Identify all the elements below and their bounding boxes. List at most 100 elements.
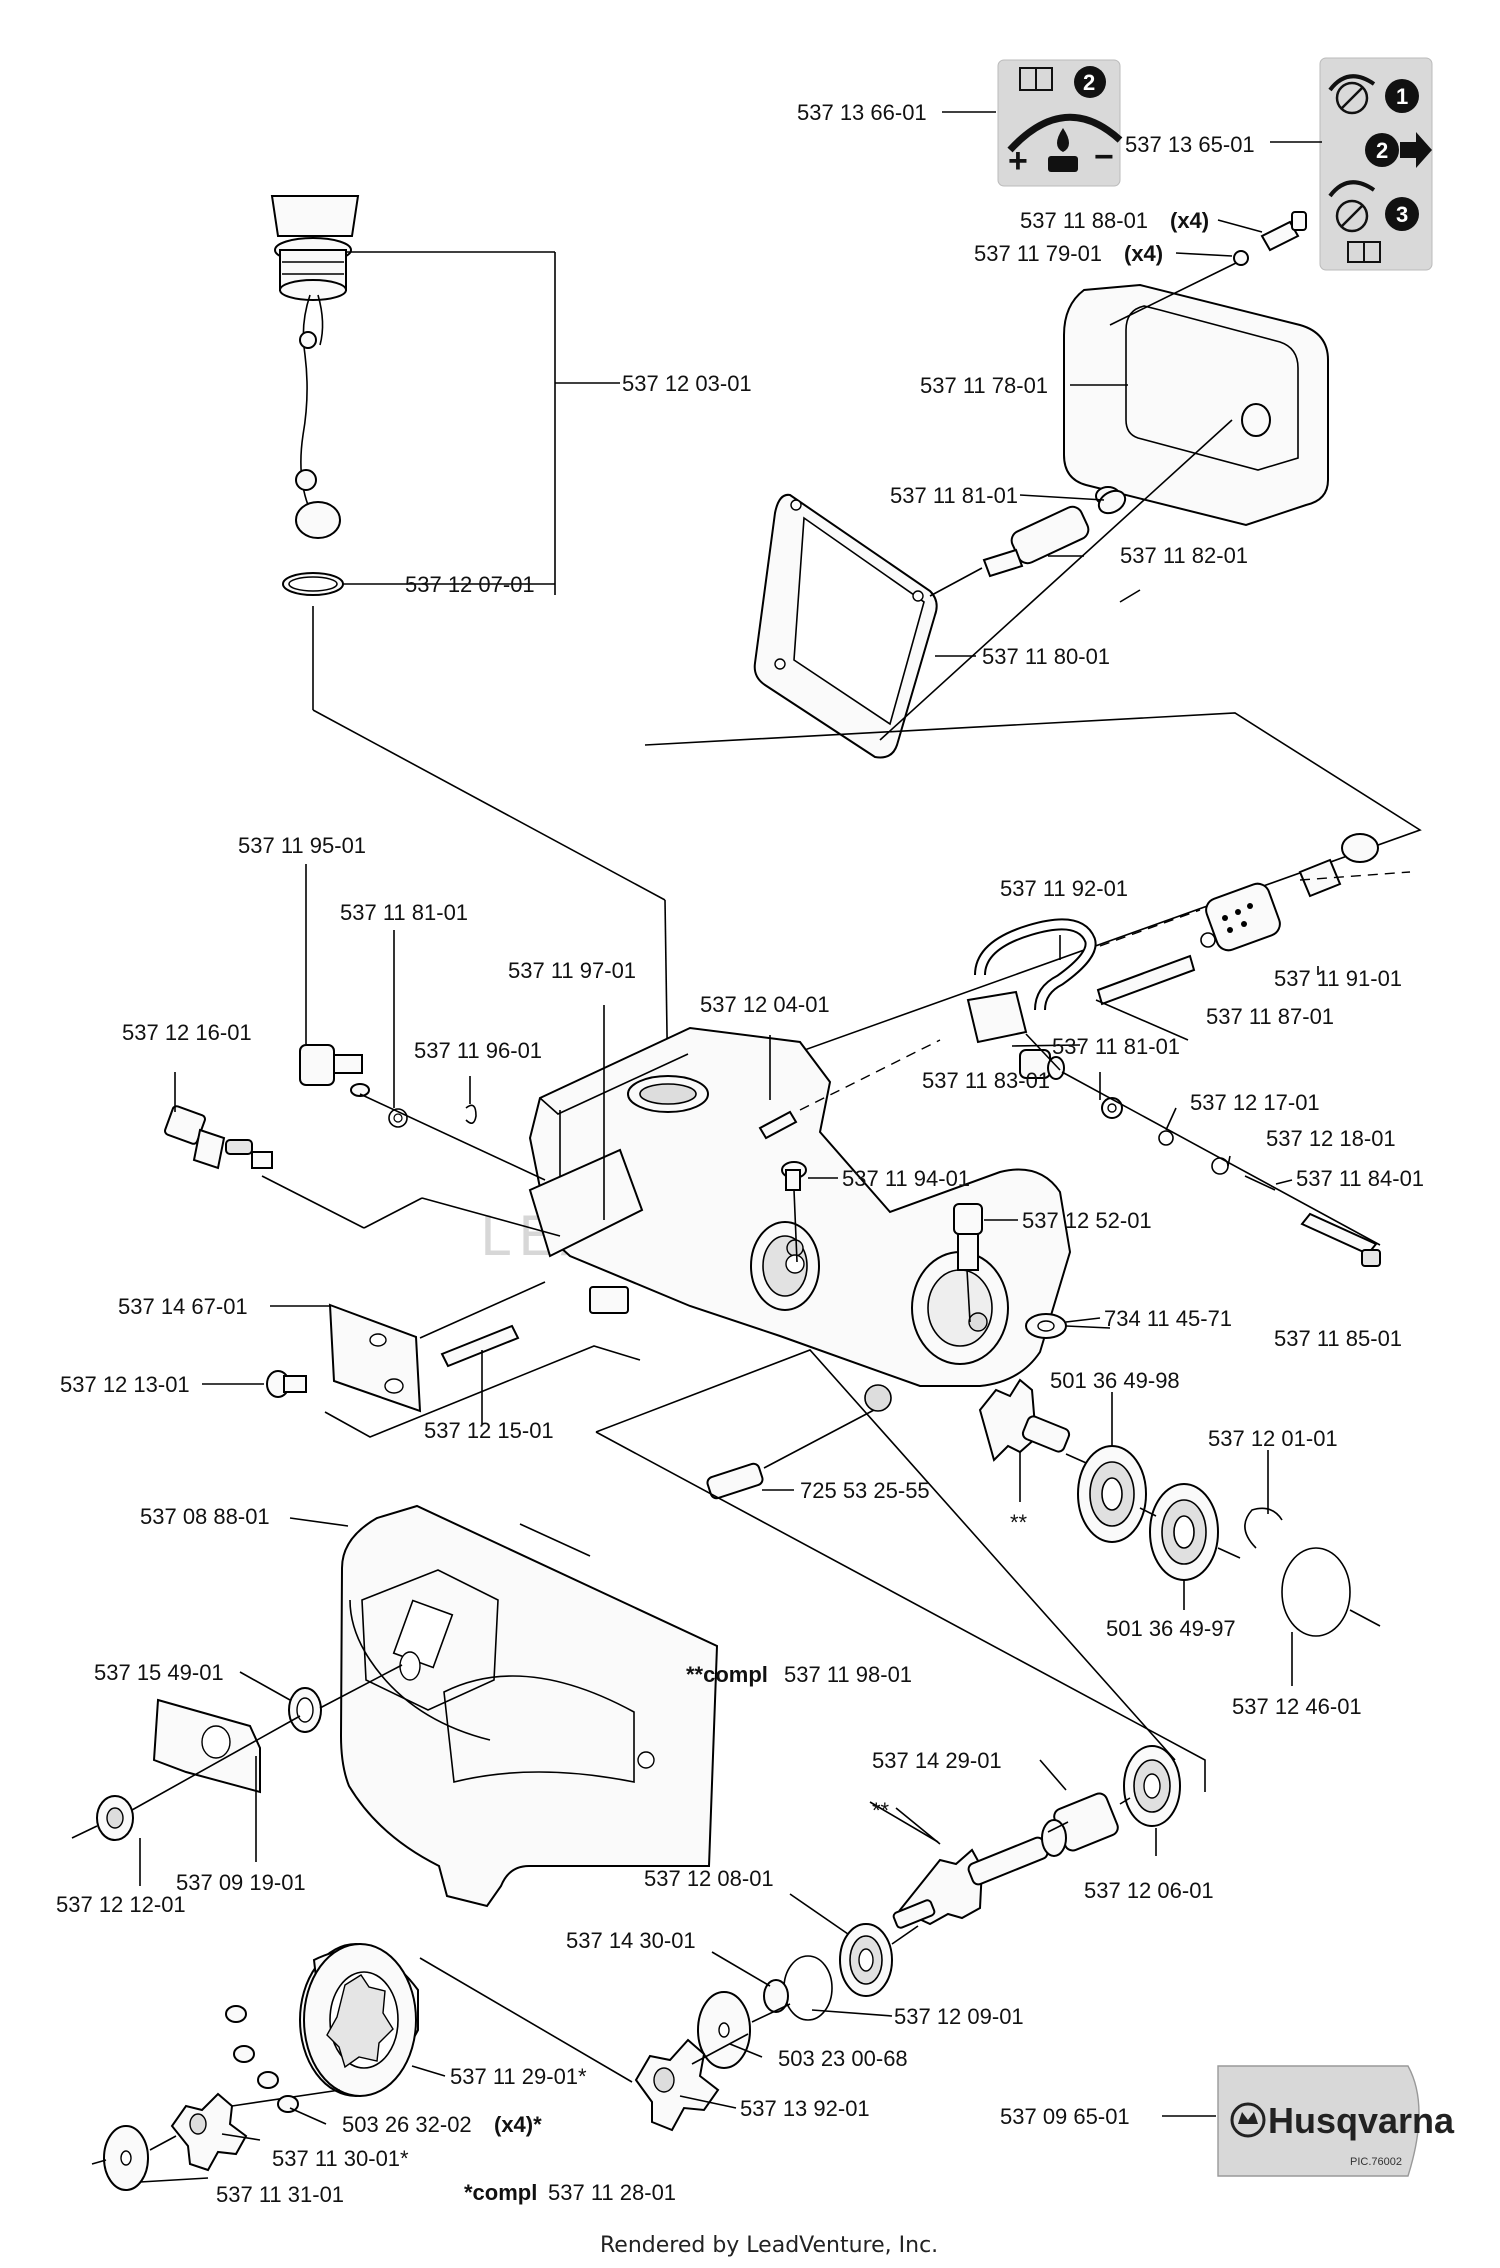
fitting-537-11-88 bbox=[1233, 211, 1307, 266]
decal-badge: 3 bbox=[1396, 202, 1408, 227]
label-537-12-08-01: 537 12 08-01 bbox=[644, 1866, 774, 1891]
label-537-12-17-01: 537 12 17-01 bbox=[1190, 1090, 1320, 1115]
sleeve-537-14-29-01 bbox=[1041, 1792, 1119, 1857]
label-537-12-15-01: 537 12 15-01 bbox=[424, 1418, 554, 1443]
decal-badge: 1 bbox=[1396, 84, 1408, 109]
clutch-cover-537-08-88-01 bbox=[339, 1504, 719, 1908]
label-537-12-03-01: 537 12 03-01 bbox=[622, 371, 752, 396]
screw-537-11-94-01 bbox=[781, 1161, 807, 1191]
plus-sign: + bbox=[1008, 142, 1028, 180]
label-537-14-29-01: 537 14 29-01 bbox=[872, 1748, 1002, 1773]
label-537-11-84-01: 537 11 84-01 bbox=[1296, 1166, 1424, 1191]
label-537-11-28-01: 537 11 28-01 bbox=[548, 2180, 676, 2205]
label-503-23-00-68: 503 23 00-68 bbox=[778, 2046, 908, 2071]
needle-bearings-503-26-32-02 bbox=[225, 2005, 299, 2113]
arrow-right-icon bbox=[1400, 132, 1432, 168]
label-501-36-49-98: 501 36 49-98 bbox=[1050, 1368, 1180, 1393]
decal-badge: 2 bbox=[1376, 138, 1388, 163]
label-qty: (x4) bbox=[1124, 241, 1163, 266]
bearing-537-12-08-01 bbox=[839, 1923, 893, 1997]
decal-code: PIC.76002 bbox=[1350, 2156, 1402, 2168]
label-footnote-marker: ** bbox=[872, 1798, 890, 1823]
drive-shaft-gear bbox=[892, 1836, 1049, 1929]
label-537-11-79-01: 537 11 79-01 bbox=[974, 241, 1102, 266]
hub-537-13-92-01 bbox=[634, 2038, 720, 2132]
stud-537-12-15-01 bbox=[440, 1324, 520, 1368]
screw-537-12-13-01 bbox=[266, 1370, 307, 1398]
compl-prefix: **compl bbox=[686, 1662, 768, 1687]
main-housing-537-11-97-01 bbox=[528, 1026, 1072, 1412]
label-qty: (x4) bbox=[1170, 208, 1209, 233]
label-537-11-83-01: 537 11 83-01 bbox=[922, 1068, 1050, 1093]
plate-537-14-67-01 bbox=[328, 1303, 422, 1413]
label-footnote-marker: ** bbox=[1010, 1510, 1028, 1535]
label-537-12-01-01: 537 12 01-01 bbox=[1208, 1426, 1338, 1451]
label-537-11-81-01: 537 11 81-01 bbox=[340, 900, 468, 925]
label-537-11-97-01: 537 11 97-01 bbox=[508, 958, 636, 983]
footer-credit: Rendered by LeadVenture, Inc. bbox=[600, 2233, 938, 2258]
nut-537-12-12-01 bbox=[96, 1795, 134, 1841]
leader-lines bbox=[139, 111, 1322, 2183]
decal-badge: 2 bbox=[1083, 70, 1095, 95]
oil-tank-cover bbox=[1063, 283, 1329, 527]
bearing-537-12-06-01 bbox=[1123, 1745, 1181, 1827]
husqvarna-decal-537-09-65-01: Husqvarna PIC.76002 bbox=[1217, 2065, 1455, 2177]
oil-drop-icon bbox=[1057, 128, 1069, 152]
bolt-537-12-52-01 bbox=[953, 1203, 983, 1271]
pinion-gear bbox=[978, 1378, 1071, 1462]
label-537-11-82-01: 537 11 82-01 bbox=[1120, 543, 1248, 568]
label-537-12-12-01: 537 12 12-01 bbox=[56, 1892, 186, 1917]
label-537-12-52-01: 537 12 52-01 bbox=[1022, 1208, 1152, 1233]
label-725-53-25-55: 725 53 25-55 bbox=[800, 1478, 930, 1503]
decal-537-13-66-01: 2 + − bbox=[997, 59, 1123, 187]
label-537-12-46-01: 537 12 46-01 bbox=[1232, 1694, 1362, 1719]
label-734-11-45-71: 734 11 45-71 bbox=[1104, 1306, 1232, 1331]
book-icon bbox=[1019, 67, 1053, 91]
bearing-501-36-49-98 bbox=[1077, 1445, 1147, 1543]
rotate-icon bbox=[1328, 74, 1376, 115]
label-537-11-98-01: 537 11 98-01 bbox=[784, 1662, 912, 1687]
label-537-11-92-01: 537 11 92-01 bbox=[1000, 876, 1128, 901]
plate-537-09-19-01 bbox=[152, 1698, 261, 1794]
label-537-12-09-01: 537 12 09-01 bbox=[894, 2004, 1024, 2029]
label-537-11-30-01: 537 11 30-01* bbox=[272, 2146, 409, 2171]
label-537-11-94-01: 537 11 94-01 bbox=[842, 1166, 970, 1191]
label-537-11-81-01: 537 11 81-01 bbox=[1052, 1034, 1180, 1059]
label-537-12-16-01: 537 12 16-01 bbox=[122, 1020, 252, 1045]
bearing-501-36-49-97 bbox=[1149, 1483, 1219, 1581]
label-537-11-80-01: 537 11 80-01 bbox=[982, 644, 1110, 669]
label-537-14-30-01: 537 14 30-01 bbox=[566, 1928, 696, 1953]
label-537-13-92-01: 537 13 92-01 bbox=[740, 2096, 870, 2121]
plug-537-12-16-01 bbox=[164, 1105, 273, 1170]
hub-537-11-30-01 bbox=[170, 2092, 248, 2172]
washer-503-23-00-68 bbox=[697, 1991, 751, 2069]
label-537-11-96-01: 537 11 96-01 bbox=[414, 1038, 542, 1063]
label-537-08-88-01: 537 08 88-01 bbox=[140, 1504, 270, 1529]
label-537-14-67-01: 537 14 67-01 bbox=[118, 1294, 248, 1319]
pump-body-537-11-83-01 bbox=[966, 990, 1065, 1080]
label-501-36-49-97: 501 36 49-97 bbox=[1106, 1616, 1236, 1641]
label-537-11-95-01: 537 11 95-01 bbox=[238, 833, 366, 858]
rotate-icon bbox=[1328, 180, 1376, 233]
brand-text: Husqvarna bbox=[1268, 2100, 1455, 2141]
label-537-09-19-01: 537 09 19-01 bbox=[176, 1870, 306, 1895]
label-537-11-29-01: 537 11 29-01* bbox=[450, 2064, 587, 2089]
label-537-12-07-01: 537 12 07-01 bbox=[405, 572, 535, 597]
seal-537-15-49-01 bbox=[288, 1687, 322, 1733]
compl-prefix: *compl bbox=[464, 2180, 537, 2205]
minus-sign: − bbox=[1094, 138, 1114, 176]
label-537-12-13-01: 537 12 13-01 bbox=[60, 1372, 190, 1397]
husqvarna-crown-icon bbox=[1230, 2102, 1266, 2138]
label-537-11-88-01: 537 11 88-01 bbox=[1020, 208, 1148, 233]
label-537-11-81-01: 537 11 81-01 bbox=[890, 483, 1018, 508]
screw-725-53-25-55 bbox=[706, 1462, 764, 1500]
label-537-12-06-01: 537 12 06-01 bbox=[1084, 1878, 1214, 1903]
label-537-12-18-01: 537 12 18-01 bbox=[1266, 1126, 1396, 1151]
oil-filter bbox=[1200, 833, 1379, 952]
label-537-13-65-01: 537 13 65-01 bbox=[1125, 132, 1255, 157]
decal-537-13-65-01: 1 2 3 bbox=[1319, 57, 1433, 271]
clutch-drum-537-11-29-01 bbox=[299, 1943, 419, 2097]
label-qty: (x4)* bbox=[494, 2112, 542, 2137]
label-537-13-66-01: 537 13 66-01 bbox=[797, 100, 927, 125]
